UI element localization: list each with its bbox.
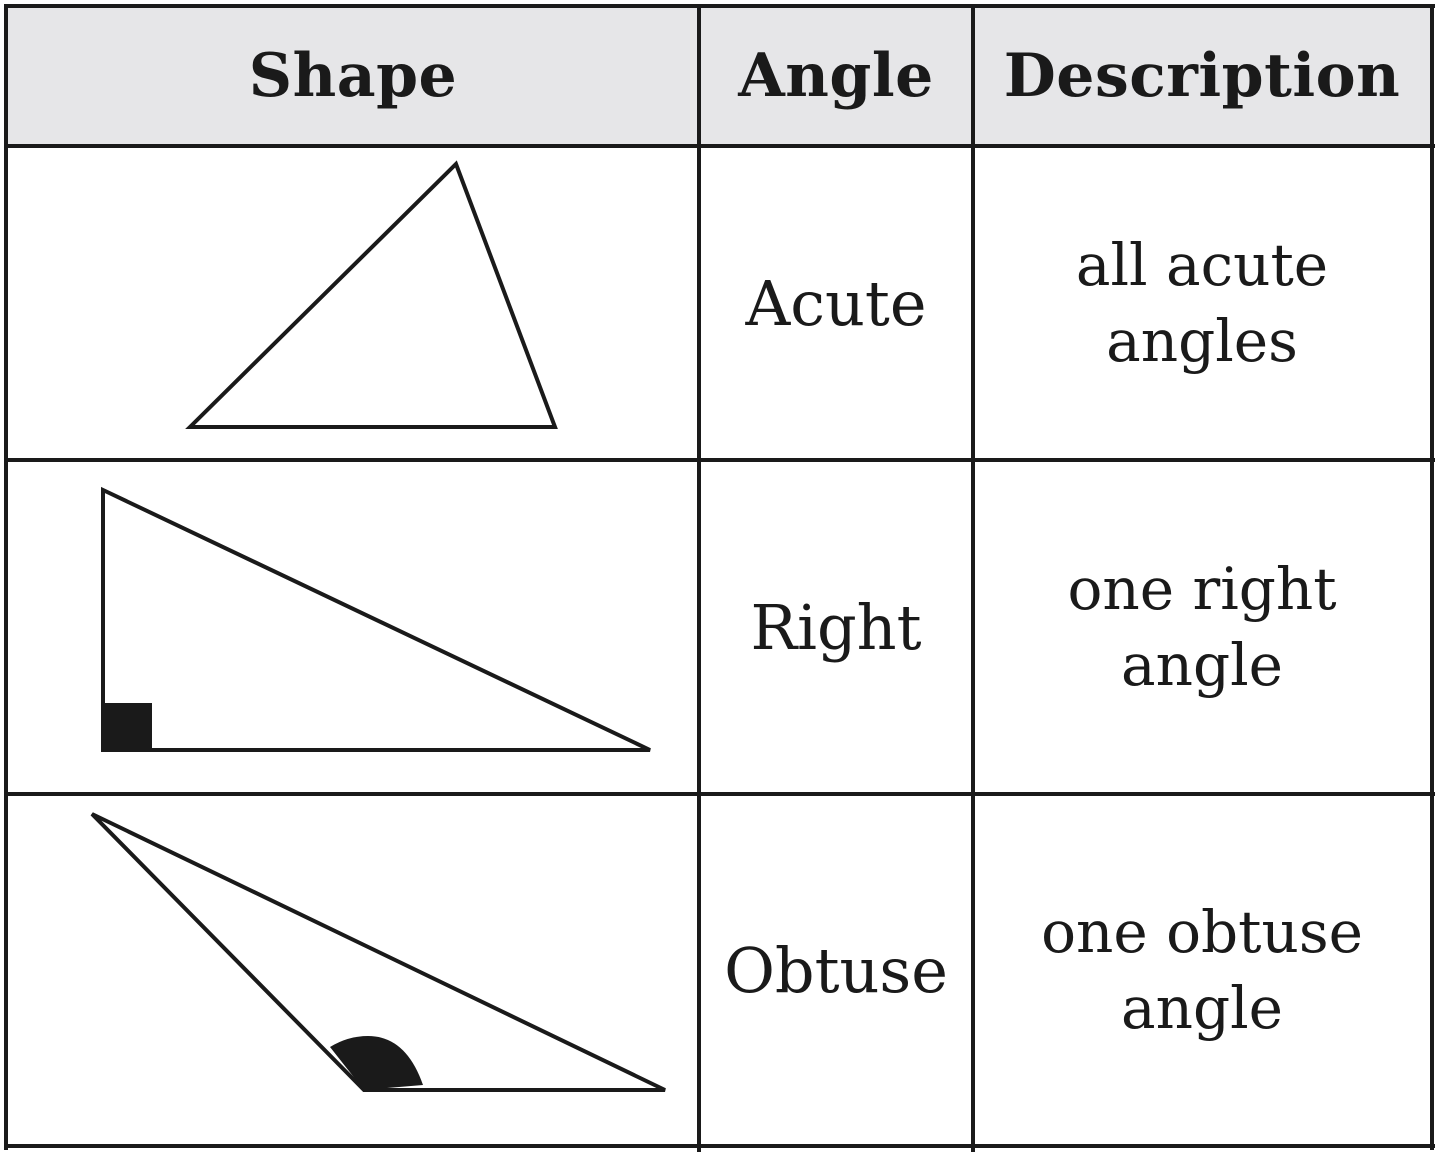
table-row-acute-description: all acute angles: [974, 148, 1430, 458]
description-label-acute: all acute angles: [1075, 231, 1329, 375]
table-row-obtuse-description: one obtuse angle: [974, 796, 1430, 1144]
header-angle: Angle: [700, 8, 972, 144]
table-row-obtuse-angle: Obtuse: [700, 796, 972, 1144]
header-description-label: Description: [1003, 41, 1401, 111]
description-label-obtuse: one obtuse angle: [1041, 898, 1363, 1042]
right-angle-marker-icon: [103, 703, 152, 750]
angle-label-obtuse: Obtuse: [724, 933, 948, 1007]
header-shape-label: Shape: [248, 41, 458, 111]
table-row-right-description: one right angle: [974, 462, 1430, 792]
header-description: Description: [974, 8, 1430, 144]
table-row-acute-angle: Acute: [700, 148, 972, 458]
header-shape: Shape: [8, 8, 698, 144]
description-label-right: one right angle: [1067, 555, 1337, 699]
header-angle-label: Angle: [738, 41, 934, 111]
acute-triangle-icon: [185, 160, 558, 429]
obtuse-angle-marker-icon: [330, 1036, 423, 1090]
angle-label-acute: Acute: [745, 266, 927, 340]
table-row-right-angle: Right: [700, 462, 972, 792]
obtuse-triangle-icon: [90, 812, 666, 1092]
right-triangle-icon: [101, 486, 651, 752]
angle-label-right: Right: [750, 590, 922, 664]
